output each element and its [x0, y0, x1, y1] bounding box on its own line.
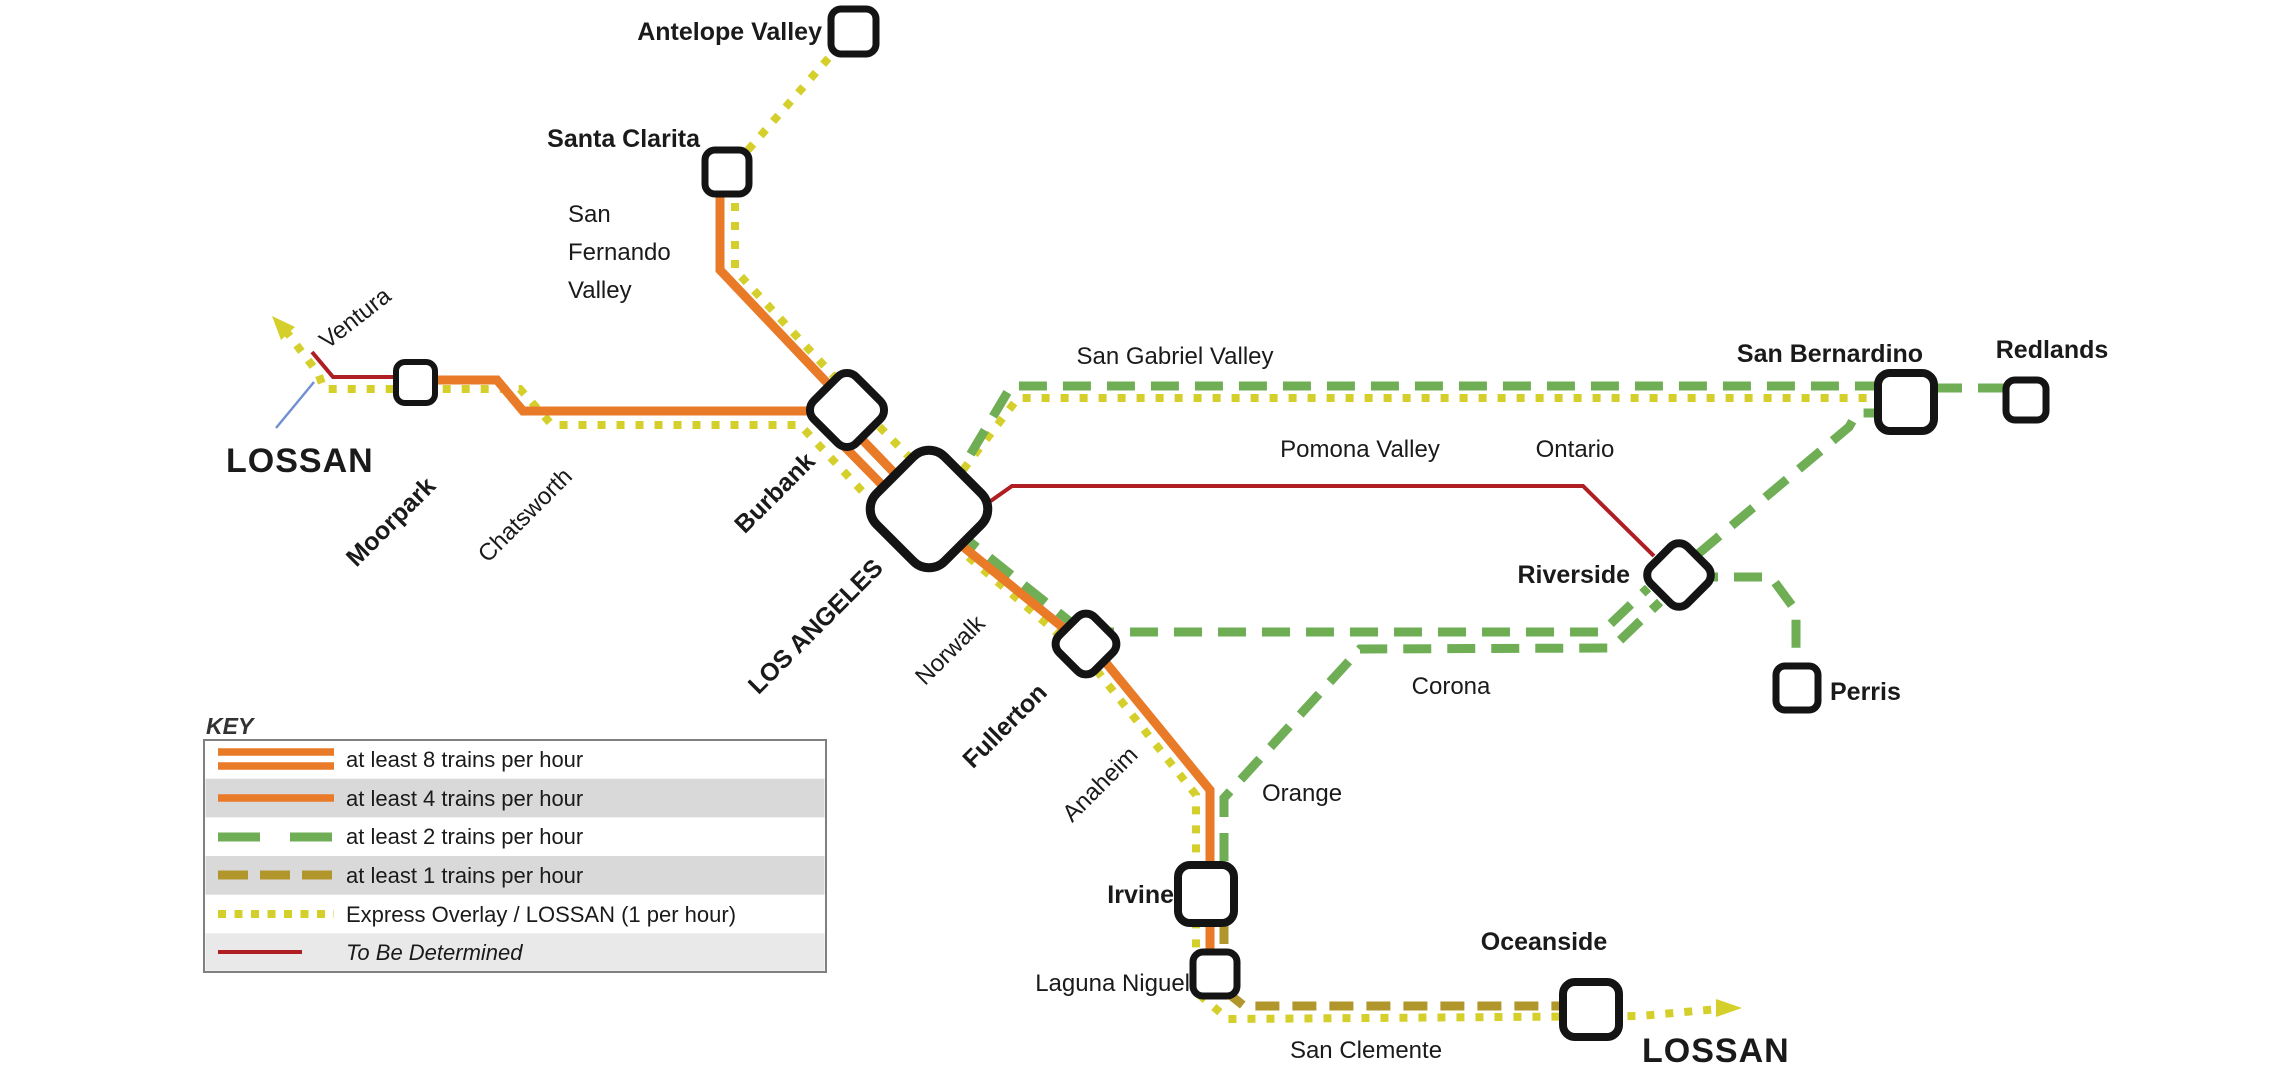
lossan-east-arrow-icon: [1716, 999, 1742, 1017]
lossan-west-arrow-icon: [272, 316, 295, 340]
santa-clarita-dotted-line: [731, 165, 859, 403]
moorpark-burbank-orange-line: [410, 375, 847, 416]
legend-row-band-5: [205, 933, 825, 971]
label-irvine: Irvine: [1107, 881, 1174, 909]
legend-label-8tph: at least 8 trains per hour: [346, 747, 583, 772]
station-redlands: [2002, 376, 2050, 424]
station-riverside: [1643, 539, 1715, 611]
la-riverside-tbd-line: [983, 484, 1656, 558]
label-redlands: Redlands: [1996, 336, 2109, 364]
legend: KEY at least 8 trains per hour at least …: [203, 713, 827, 973]
legend-label-1tph: at least 1 trains per hour: [346, 863, 583, 888]
label-orange: Orange: [1262, 780, 1342, 807]
clarita-burbank-orange-line: [715, 165, 854, 411]
legend-label-2tph: at least 2 trains per hour: [346, 824, 583, 849]
antelope-dotted-line: [744, 50, 837, 153]
label-riverside: Riverside: [1517, 561, 1630, 589]
label-perris: Perris: [1830, 678, 1901, 706]
label-lossan-east: LOSSAN: [1642, 1032, 1790, 1070]
lossan-leader-line: [275, 381, 315, 429]
label-san-bernardino: San Bernardino: [1737, 340, 1923, 368]
station-laguna-niguel: [1189, 948, 1241, 1000]
station-moorpark: [393, 359, 438, 406]
label-pomona-valley: Pomona Valley: [1280, 436, 1440, 463]
label-lossan-west: LOSSAN: [226, 442, 374, 480]
legend-swatches: [218, 748, 334, 954]
station-perris: [1772, 662, 1822, 714]
legend-label-express: Express Overlay / LOSSAN (1 per hour): [346, 902, 736, 927]
la-fullerton-green-line: [952, 526, 1081, 632]
station-antelope-valley: [827, 5, 880, 58]
legend-label-tbd: To Be Determined: [346, 940, 523, 965]
label-anaheim: Anaheim: [1057, 741, 1143, 827]
station-fullerton: [1051, 609, 1121, 679]
label-san-clemente: San Clemente: [1290, 1037, 1442, 1064]
label-oceanside: Oceanside: [1481, 928, 1608, 956]
san-gabriel-green-line: [944, 381, 1882, 495]
label-san-fernando-3: Valley: [568, 277, 632, 304]
lossan-ventura-dotted-line: [281, 327, 880, 510]
label-chatsworth: Chatsworth: [473, 463, 578, 568]
label-antelope-valley: Antelope Valley: [637, 18, 822, 46]
fullerton-corona-upper-green-line: [1086, 584, 1652, 637]
label-laguna-niguel: Laguna Niguel: [1035, 970, 1190, 997]
riverside-sb-green-line: [1695, 408, 1882, 558]
label-corona: Corona: [1412, 673, 1491, 700]
label-moorpark: Moorpark: [341, 472, 441, 572]
riverside-perris-green-line: [1690, 572, 1801, 662]
station-irvine: [1174, 861, 1238, 927]
label-santa-clarita: Santa Clarita: [547, 125, 701, 153]
label-san-gabriel-valley: San Gabriel Valley: [1077, 343, 1274, 370]
station-san-bernardino: [1874, 369, 1938, 435]
san-gabriel-dotted-line: [936, 394, 1882, 503]
orange-corona-lower-green-line: [1219, 598, 1664, 905]
legend-label-4tph: at least 4 trains per hour: [346, 786, 583, 811]
station-santa-clarita: [701, 146, 753, 198]
label-ontario: Ontario: [1536, 436, 1615, 463]
green-lines: [944, 381, 2006, 905]
station-oceanside: [1559, 978, 1623, 1041]
label-los-angeles: LOS ANGELES: [743, 554, 889, 700]
legend-title: KEY: [206, 713, 256, 739]
label-fullerton: Fullerton: [957, 678, 1052, 773]
label-burbank: Burbank: [729, 447, 821, 539]
label-san-fernando-2: Fernando: [568, 239, 671, 266]
label-norwalk: Norwalk: [910, 609, 991, 690]
label-san-fernando-1: San: [568, 201, 611, 228]
station-los-angeles: [865, 445, 993, 573]
laguna-oceanside-olive-line: [1221, 986, 1563, 1011]
stations: [393, 5, 2050, 1041]
label-ventura: Ventura: [314, 282, 396, 355]
station-burbank: [805, 368, 889, 452]
